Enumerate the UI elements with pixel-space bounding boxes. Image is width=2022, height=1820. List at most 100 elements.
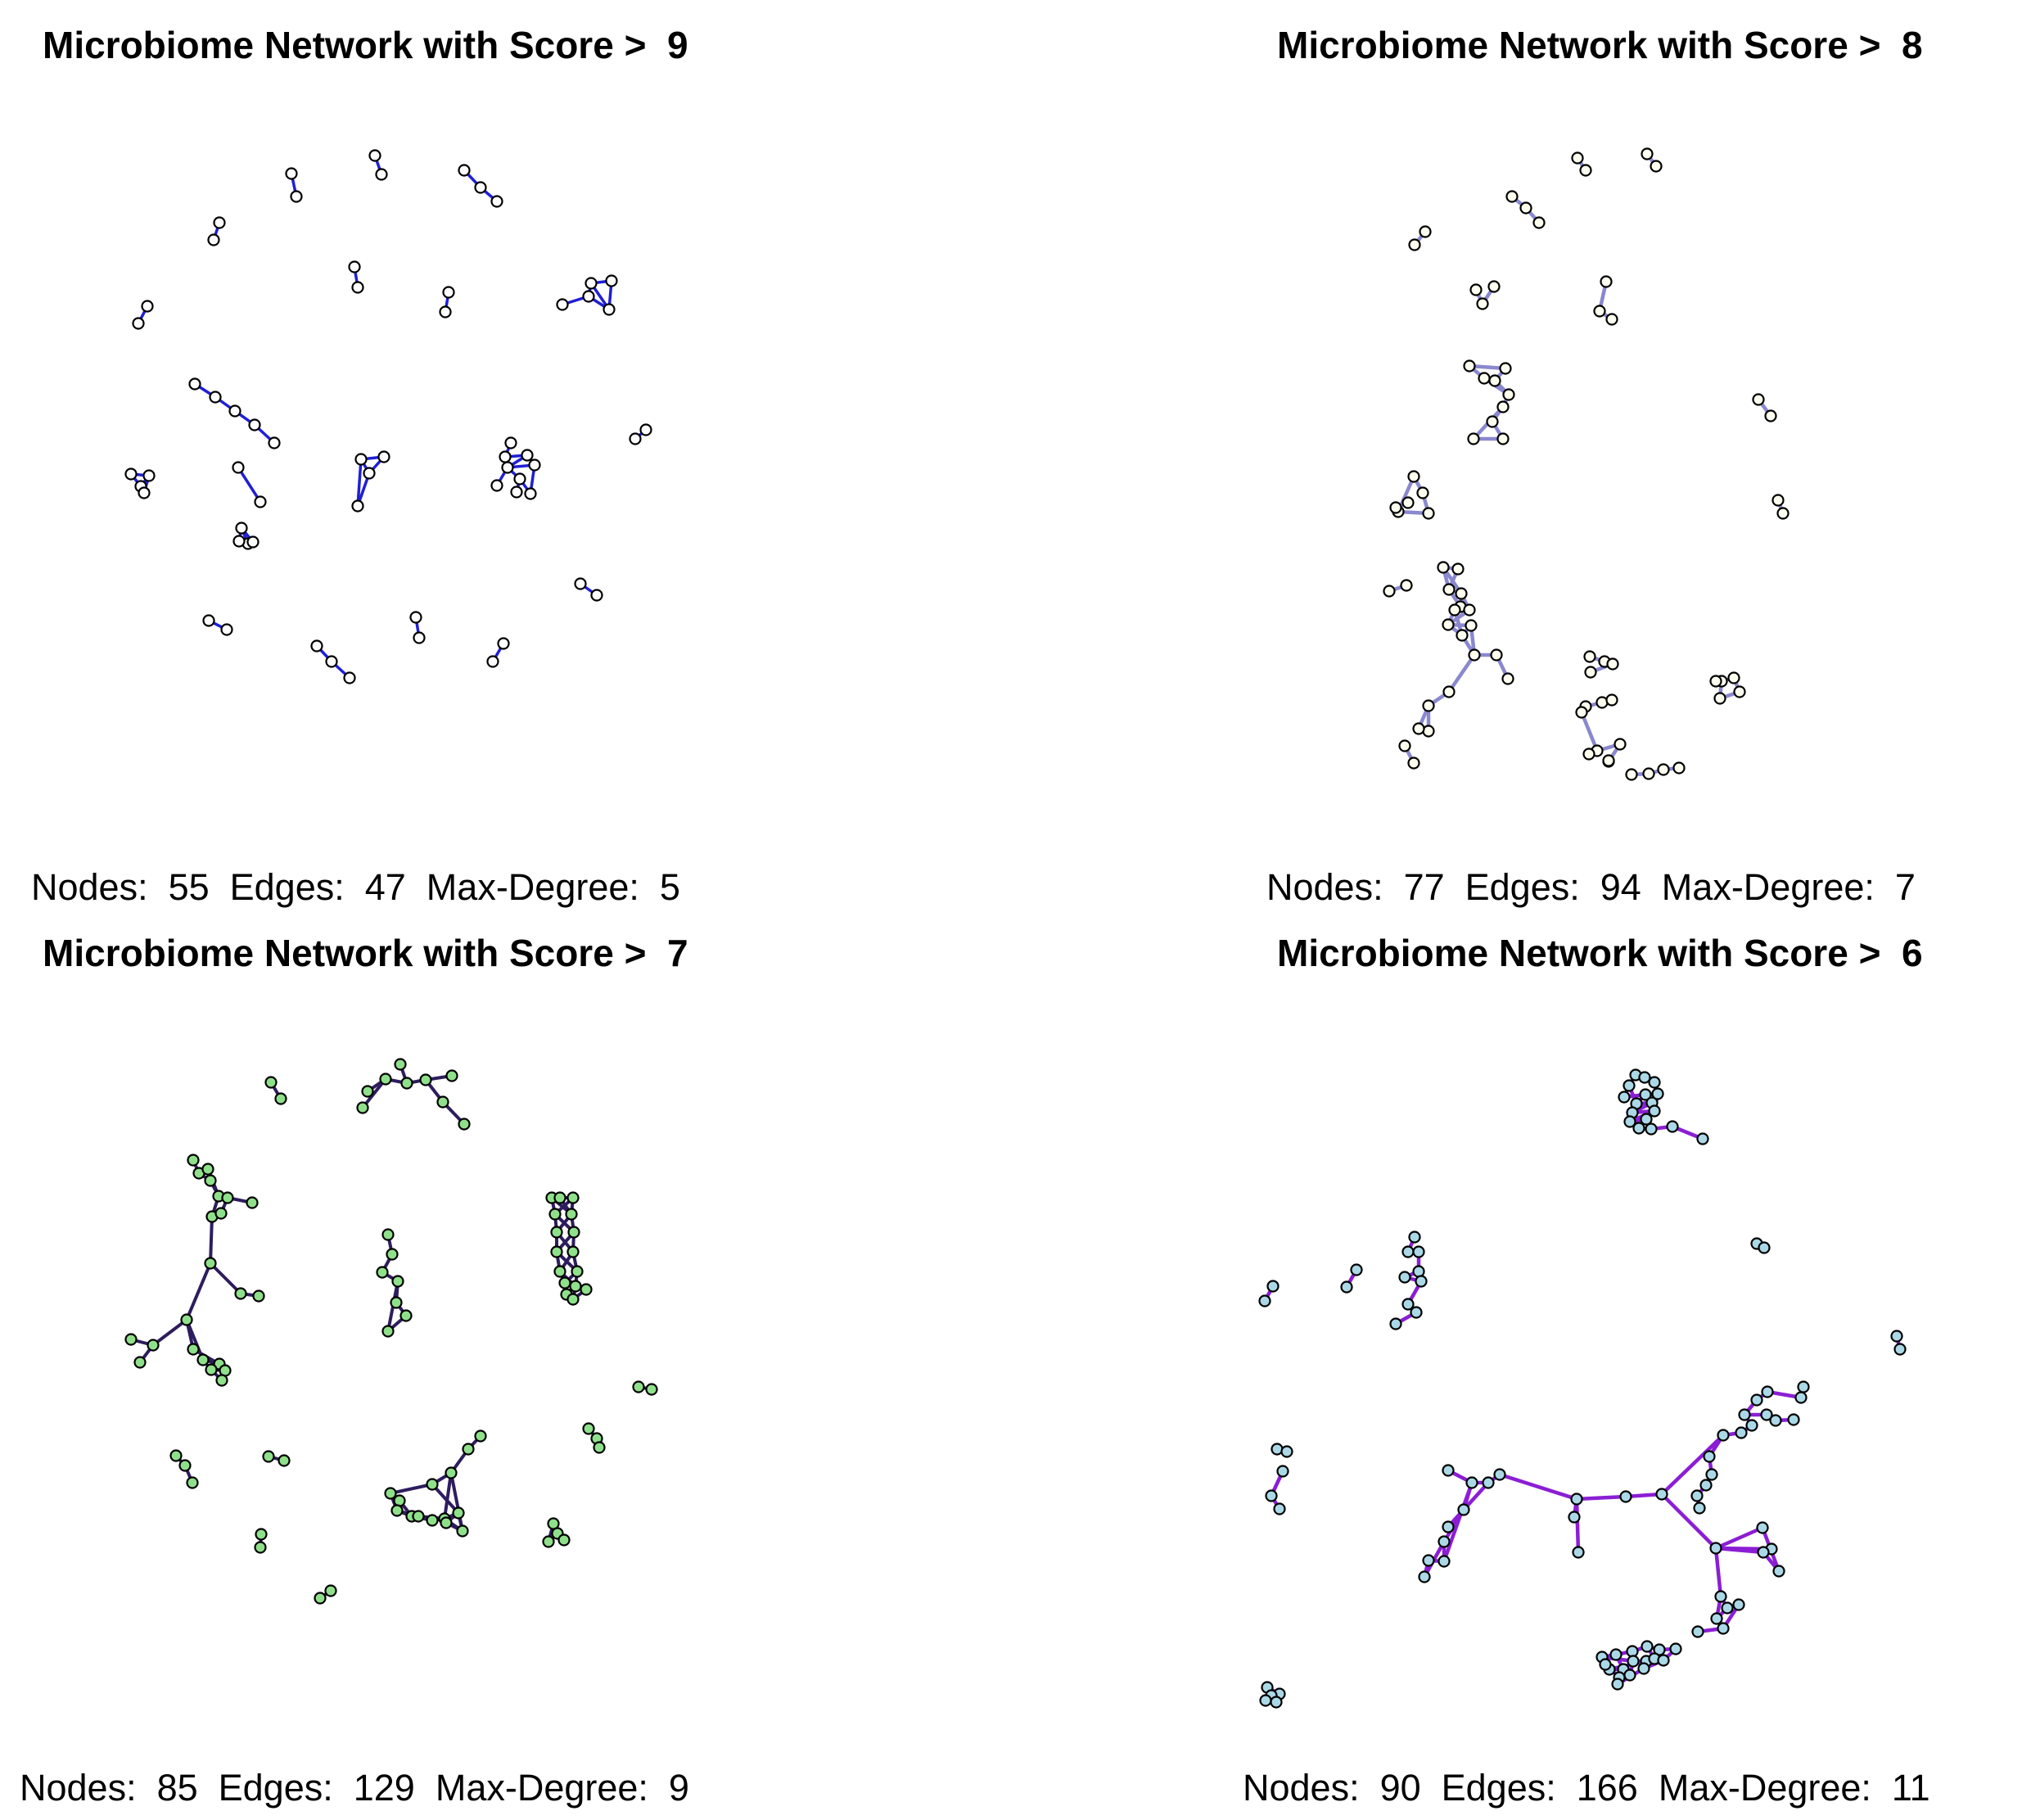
network-node — [290, 190, 303, 203]
network-node — [1709, 675, 1722, 688]
network-node — [1476, 297, 1489, 310]
network-node — [1738, 1408, 1751, 1421]
network-node — [1400, 579, 1413, 592]
network-node — [1270, 1696, 1283, 1709]
network-edge — [1660, 1434, 1725, 1496]
network-node — [499, 450, 512, 463]
network-node — [1383, 585, 1396, 598]
network-node — [1890, 1330, 1903, 1343]
network-node — [354, 453, 368, 466]
network-node — [375, 168, 388, 181]
network-node — [1276, 1465, 1289, 1478]
network-node — [348, 260, 361, 273]
network-node — [1606, 657, 1619, 671]
network-node — [1690, 1489, 1704, 1502]
network-node — [1599, 1658, 1612, 1671]
network-node — [1398, 739, 1411, 752]
network-node — [1457, 1503, 1470, 1516]
network-node — [605, 274, 618, 287]
network-node — [133, 1356, 147, 1369]
network-node — [1650, 160, 1663, 173]
network-panel-score-9: Microbiome Network with Score > 9 Nodes:… — [0, 0, 1011, 910]
network-node — [1693, 1502, 1706, 1515]
network-node — [1641, 1640, 1654, 1653]
network-node — [1437, 561, 1450, 574]
network-node — [1448, 603, 1461, 616]
network-node — [566, 1245, 580, 1258]
network-edge — [1574, 1498, 1581, 1553]
network-node — [524, 487, 537, 500]
network-node — [458, 1118, 471, 1131]
network-node — [1401, 1245, 1415, 1258]
network-node — [1416, 486, 1429, 499]
network-node — [1733, 685, 1746, 698]
network-node — [556, 298, 569, 311]
network-node — [426, 1514, 439, 1527]
network-node — [1412, 1245, 1425, 1258]
network-node — [235, 522, 248, 535]
network-node — [1265, 1489, 1278, 1502]
network-node — [1493, 1468, 1506, 1481]
network-node — [550, 1226, 563, 1239]
network-node — [232, 461, 245, 474]
network-node — [1750, 1393, 1763, 1407]
network-node — [246, 1196, 259, 1209]
network-node — [1637, 1662, 1650, 1675]
network-node — [501, 461, 514, 474]
network-node — [1455, 587, 1468, 600]
network-node — [1271, 1443, 1284, 1456]
network-node — [542, 1535, 555, 1548]
network-node — [1532, 216, 1546, 229]
network-edge — [1447, 1481, 1490, 1529]
network-node — [445, 1069, 458, 1082]
network-node — [1259, 1694, 1272, 1707]
network-node — [1696, 1132, 1709, 1145]
network-node — [314, 1592, 327, 1605]
network-node — [442, 286, 455, 299]
network-node — [1745, 1419, 1758, 1432]
network-node — [553, 1191, 566, 1204]
network-node — [1691, 1625, 1704, 1638]
network-node — [400, 1077, 413, 1090]
network-node — [550, 1245, 563, 1258]
network-node — [1600, 275, 1613, 288]
network-node — [201, 1163, 214, 1176]
network-edge — [185, 1262, 212, 1321]
network-node — [351, 281, 364, 294]
network-edge — [1442, 1482, 1474, 1562]
network-node — [436, 1095, 449, 1109]
network-node — [1772, 1565, 1785, 1578]
network-node — [1721, 1601, 1734, 1615]
network-node — [1655, 1488, 1668, 1501]
network-node — [426, 1478, 439, 1491]
network-node — [1422, 725, 1435, 738]
network-node — [363, 467, 376, 480]
network-node — [187, 1343, 200, 1356]
network-node — [390, 1504, 404, 1517]
network-node — [1764, 409, 1777, 422]
network-node — [1422, 1554, 1435, 1567]
panel-stats: Nodes: 55 Edges: 47 Max-Degree: 5 — [31, 866, 680, 908]
network-node — [1496, 432, 1510, 445]
network-node — [1408, 238, 1421, 251]
network-node — [310, 639, 323, 653]
network-node — [557, 1533, 571, 1547]
network-node — [1717, 1622, 1730, 1635]
network-node — [486, 655, 499, 668]
network-node — [1794, 1391, 1808, 1404]
panel-title: Microbiome Network with Score > 7 — [43, 932, 688, 974]
network-node — [1757, 1546, 1770, 1559]
network-node — [504, 436, 517, 449]
network-node — [1772, 494, 1785, 507]
network-node — [204, 1174, 217, 1187]
network-node — [1482, 1476, 1495, 1489]
network-node — [379, 1073, 392, 1086]
network-node — [1419, 225, 1432, 238]
network-node — [1735, 1426, 1748, 1439]
network-node — [603, 303, 616, 316]
network-node — [196, 1353, 210, 1366]
network-node — [1627, 1655, 1640, 1668]
network-node — [1579, 164, 1592, 177]
network-node — [1467, 432, 1480, 445]
network-node — [629, 432, 642, 445]
